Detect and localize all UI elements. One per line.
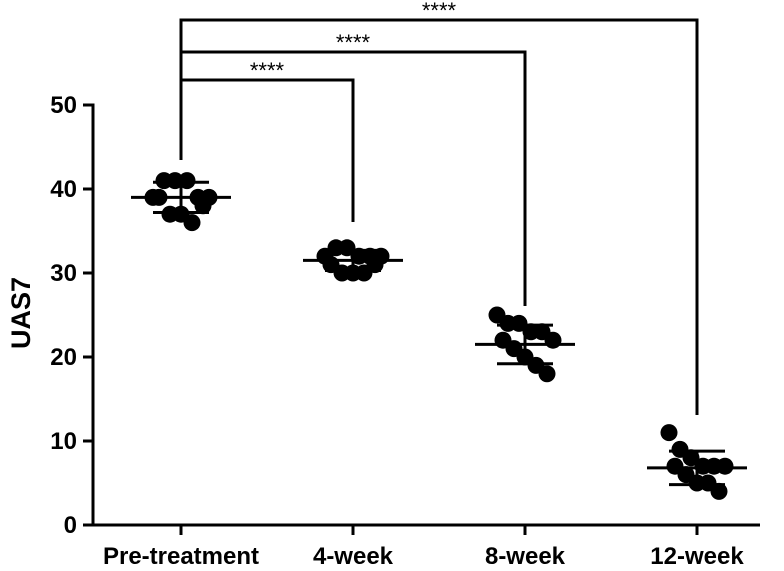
x-tick-label: 12-week [650, 543, 744, 570]
data-point [538, 365, 556, 383]
y-tick-label: 20 [50, 344, 77, 371]
data-point [338, 239, 356, 257]
significance-brackets: **** **** **** [179, 0, 699, 415]
data-point [510, 314, 528, 332]
group-4-week [303, 239, 403, 282]
data-point [166, 172, 184, 190]
x-ticks: Pre-treatment 4-week 8-week 12-week [103, 525, 744, 570]
x-tick-label: 8-week [485, 543, 566, 570]
group-8-week [475, 306, 575, 383]
data-point [710, 482, 728, 500]
y-axis-title: UAS7 [6, 277, 36, 349]
group-12-week [647, 424, 747, 500]
y-tick-label: 0 [64, 512, 77, 539]
data-point [183, 214, 201, 232]
y-tick-label: 40 [50, 176, 77, 203]
y-axis: 0 10 20 30 40 50 [50, 92, 95, 539]
x-axis: Pre-treatment 4-week 8-week 12-week [91, 523, 760, 570]
significance-label: **** [422, 0, 457, 23]
data-groups [131, 172, 747, 500]
significance-label: **** [336, 30, 371, 55]
y-tick-label: 10 [50, 428, 77, 455]
y-ticks: 0 10 20 30 40 50 [50, 92, 93, 539]
data-point [660, 424, 678, 442]
significance-bracket [179, 18, 699, 415]
group-pre-treatment [131, 172, 231, 232]
data-point [366, 256, 384, 274]
data-point [716, 457, 734, 475]
data-point [682, 449, 700, 467]
data-point [178, 172, 196, 190]
y-tick-label: 30 [50, 260, 77, 287]
data-point [194, 197, 212, 215]
x-tick-label: Pre-treatment [103, 543, 259, 570]
significance-label: **** [250, 58, 285, 83]
data-point [544, 331, 562, 349]
x-tick-label: 4-week [313, 543, 394, 570]
comparison-12-week: **** [179, 0, 699, 415]
y-tick-label: 50 [50, 92, 77, 119]
